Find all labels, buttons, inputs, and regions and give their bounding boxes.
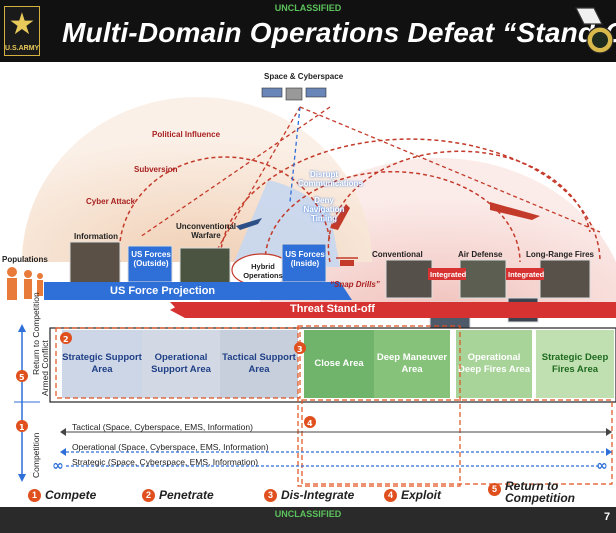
tradoc-seal-icon — [575, 7, 614, 54]
long-range-photo — [539, 259, 591, 299]
populations-icon — [7, 267, 43, 300]
classification-top: UNCLASSIFIED — [274, 3, 342, 13]
army-logo: ★ U.S.ARMY — [4, 6, 40, 56]
header-bar — [0, 0, 616, 62]
conventional-photo — [385, 259, 433, 299]
integrated-label-2: Integrated — [508, 270, 545, 279]
phase-number: 2 — [142, 488, 155, 502]
satellite-icon — [261, 87, 327, 101]
information-label: Information — [74, 232, 118, 241]
arc-dashed-2 — [264, 170, 521, 263]
star-icon: ★ — [8, 8, 36, 41]
phase-dis-integrate: 3 Dis-Integrate — [264, 487, 354, 503]
svg-text:4: 4 — [307, 419, 313, 428]
phase-exploit: 4 Exploit — [384, 487, 441, 503]
domain-tactical-label: Tactical (Space, Cyberspace, EMS, Inform… — [72, 422, 253, 432]
deny-label: Deny Navigation Timing — [303, 196, 345, 223]
area-grid-border — [49, 327, 616, 403]
political-label: Political Influence — [152, 130, 221, 139]
air-defense-photo — [459, 259, 507, 299]
integrated-label-1: Integrated — [430, 270, 467, 279]
information-photo — [69, 241, 121, 287]
phase-penetrate: 2 Penetrate — [142, 487, 214, 503]
integrated-box-1 — [428, 268, 466, 280]
phase-compete: 1 Compete — [28, 487, 96, 503]
unconventional-photo — [179, 247, 231, 289]
svg-text:5: 5 — [19, 373, 25, 382]
area-operational-deep-fires: Operational Deep Fires Area — [456, 330, 532, 398]
snap-drills-label: “Snap Drills” — [330, 280, 380, 289]
phase-label: Dis-Integrate — [281, 488, 355, 502]
force-projection-band — [44, 282, 352, 300]
logo-text: U.S.ARMY — [5, 45, 40, 52]
conventional-label: Conventional — [372, 250, 423, 259]
area-strategic-deep-fires: Strategic Deep Fires Area — [536, 330, 614, 398]
domain-operational-label: Operational (Space, Cyberspace, EMS, Inf… — [72, 442, 269, 452]
phase-label: Exploit — [401, 488, 442, 502]
domain-strategic-label: Strategic (Space, Cyberspace, EMS, Infor… — [72, 457, 259, 467]
hybrid-label: Hybrid Operations — [243, 262, 283, 280]
long-range-label: Long-Range Fires — [526, 250, 595, 259]
area-deep-maneuver: Deep Maneuver Area — [374, 330, 450, 398]
disrupt-label: Disrupt Communications — [298, 170, 363, 188]
phase-label: Penetrate — [159, 488, 214, 502]
slide-title: Multi-Domain Operations Defeat “Stand-Of… — [62, 17, 616, 48]
bomber-icon — [490, 202, 540, 220]
unconventional-label: Unconventional Warfare — [176, 222, 237, 240]
area-tactical-support: Tactical Support Area — [220, 330, 298, 398]
arc-dashed-8 — [299, 106, 601, 233]
phase-number: 4 — [384, 488, 397, 502]
phase-return: 5 Return to Competition — [488, 480, 585, 506]
svg-text:∞: ∞ — [596, 458, 608, 474]
us-outside-label: US Forces (Outside) — [131, 250, 171, 268]
fighter-icon — [330, 204, 350, 230]
phase-number: 3 — [264, 488, 277, 502]
us-inside-label: US Forces (Inside) — [285, 250, 325, 268]
us-outside-box — [127, 245, 173, 283]
us-jet-icon — [236, 218, 262, 230]
area-operational-support: Operational Support Area — [142, 330, 220, 398]
svg-text:3: 3 — [297, 345, 303, 354]
svg-text:1: 1 — [19, 423, 25, 432]
classification-bottom: UNCLASSIFIED — [274, 509, 342, 519]
cyber-label: Cyber Attack — [86, 197, 136, 206]
threat-standoff-band — [170, 302, 616, 318]
footer-bar — [0, 507, 616, 533]
phase-label: Return to Competition — [505, 479, 575, 505]
us-inside-box — [281, 243, 327, 283]
svg-text:∞: ∞ — [52, 458, 64, 474]
standoff-arrow-left — [170, 302, 185, 318]
phase-label: Compete — [45, 488, 97, 502]
populations-label: Populations — [2, 255, 48, 264]
subversion-label: Subversion — [134, 165, 178, 174]
phase-overlay: ∞ ∞ 2 3 4 5 1 — [14, 324, 613, 487]
integrated-box-2 — [506, 268, 544, 280]
page-number: 7 — [604, 511, 611, 523]
svg-text:2: 2 — [63, 335, 69, 344]
phase-number: 1 — [28, 488, 41, 502]
force-projection-label: US Force Projection — [110, 285, 216, 297]
armed-conflict-label: Armed Conflict — [40, 340, 50, 396]
arc-dashed-1 — [118, 156, 331, 263]
area-strategic-support: Strategic Support Area — [62, 330, 142, 398]
area-close: Close Area — [304, 330, 374, 398]
drone-icon — [336, 257, 358, 266]
air-defense-label: Air Defense — [458, 250, 503, 259]
arc-dashed-6 — [209, 106, 301, 263]
threat-standoff-label: Threat Stand-off — [290, 303, 375, 315]
space-label: Space & Cyberspace — [264, 72, 344, 81]
operations-diagram — [7, 87, 616, 403]
arc-dashed-7 — [289, 106, 301, 203]
phase-number: 5 — [488, 483, 501, 496]
arc-dashed-4 — [327, 150, 591, 263]
competition-label: Competition — [31, 432, 41, 478]
